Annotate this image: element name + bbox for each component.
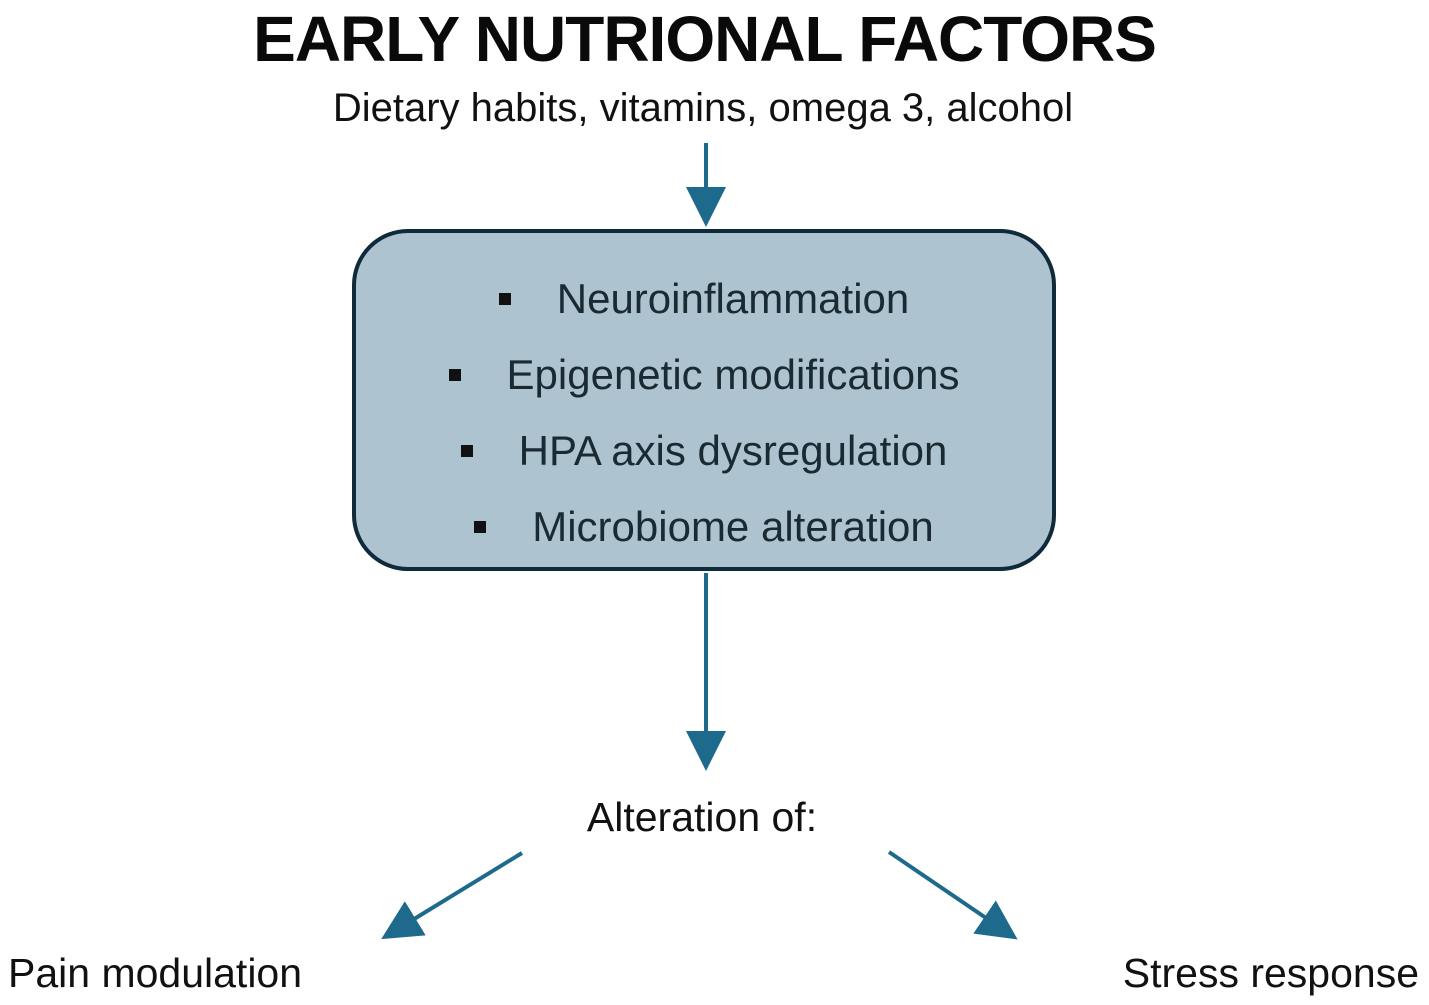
arrow-right-icon	[887, 850, 1018, 940]
mechanism-item: Neuroinflammation	[356, 261, 1052, 337]
mechanism-label: Epigenetic modifications	[506, 351, 960, 398]
mechanisms-box: Neuroinflammation Epigenetic modificatio…	[352, 229, 1056, 571]
outcome-pain-modulation: Pain modulation	[8, 950, 303, 996]
outcome-stress-response: Stress response	[1122, 950, 1419, 996]
diagram-subtitle: Dietary habits, vitamins, omega 3, alcoh…	[332, 86, 1074, 130]
mechanism-item: Microbiome alteration	[356, 489, 1052, 565]
square-bullet-icon	[460, 445, 473, 457]
square-bullet-icon	[498, 293, 511, 305]
alteration-label: Alteration of:	[586, 794, 818, 840]
mechanism-label: HPA axis dysregulation	[518, 427, 948, 474]
mechanism-label: Microbiome alteration	[532, 503, 934, 550]
mechanism-item: Epigenetic modifications	[356, 337, 1052, 413]
mechanism-item: HPA axis dysregulation	[356, 413, 1052, 489]
diagram-title: EARLY NUTRIONAL FACTORS	[253, 3, 1157, 75]
mechanisms-list: Neuroinflammation Epigenetic modificatio…	[356, 261, 1052, 565]
square-bullet-icon	[448, 369, 461, 381]
arrow-left-icon	[381, 851, 524, 940]
square-bullet-icon	[474, 521, 487, 533]
mechanism-label: Neuroinflammation	[556, 275, 910, 322]
